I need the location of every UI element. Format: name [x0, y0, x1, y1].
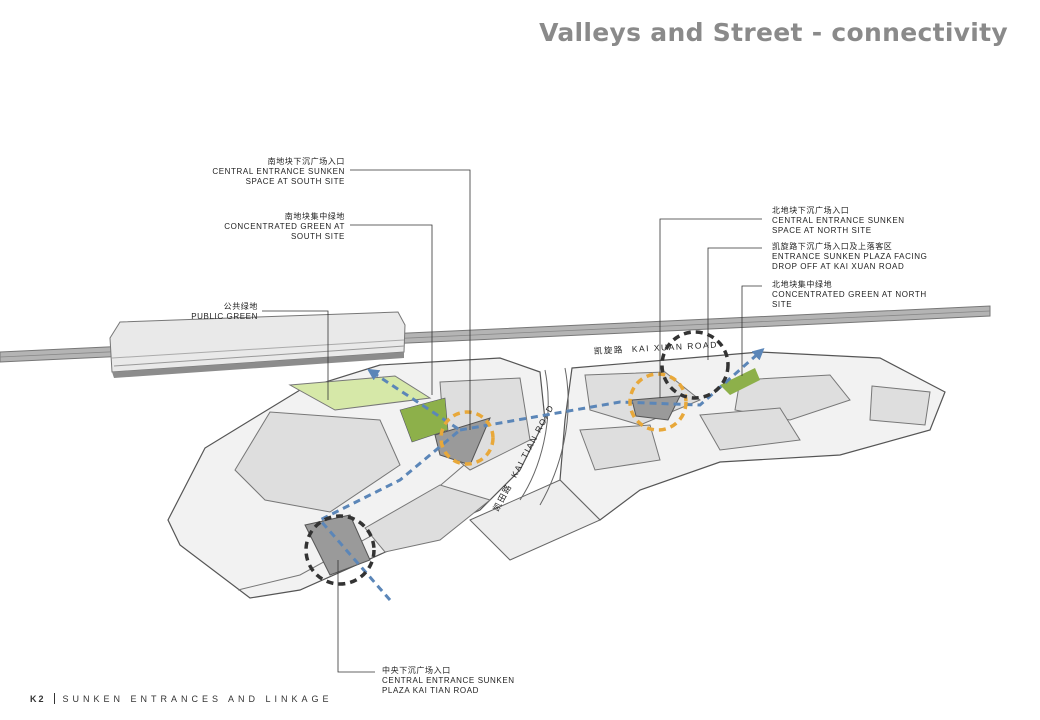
leader-lines	[262, 169, 762, 673]
page-title: Valleys and Street - connectivity	[539, 18, 1008, 47]
south-connectivity-arrow	[317, 368, 463, 601]
callout-public-green: 公共绿地 PUBLIC GREEN	[191, 302, 258, 321]
north-entrance-circle	[628, 372, 688, 432]
section-code: K2	[30, 694, 46, 704]
kaixuan-road-cn: 凯旋路	[594, 344, 624, 356]
elevated-railway	[0, 305, 991, 378]
callout-north-entrance: 北地块下沉广场入口 CENTRAL ENTRANCE SUNKEN SPACE …	[772, 206, 905, 235]
south-entrance-circle	[439, 410, 495, 466]
callout-south-entrance: 南地块下沉广场入口 CENTRAL ENTRANCE SUNKEN SPACE …	[212, 157, 345, 186]
central-plaza-circle	[304, 514, 376, 586]
callout-kaixuan-plaza: 凯旋路下沉广场入口及上落客区 ENTRANCE SUNKEN PLAZA FAC…	[772, 242, 928, 271]
north-site	[469, 351, 946, 561]
callout-central-plaza: 中央下沉广场入口 CENTRAL ENTRANCE SUNKEN PLAZA K…	[382, 666, 515, 695]
footer-divider	[53, 693, 55, 704]
callout-south-green: 南地块集中绿地 CONCENTRATED GREEN AT SOUTH SITE	[224, 212, 345, 241]
kaixuan-road-label: 凯旋路 KAI XUAN ROAD	[594, 340, 718, 356]
highlight-circles	[304, 330, 730, 586]
kaixuan-road-en: KAI XUAN ROAD	[632, 340, 719, 354]
kaixuan-plaza-circle	[660, 330, 730, 400]
north-connectivity-arrow	[459, 348, 765, 432]
callout-north-green: 北地块集中绿地 CONCENTRATED GREEN AT NORTH SITE	[772, 280, 927, 309]
section-title: SUNKEN ENTRANCES AND LINKAGE	[62, 694, 333, 704]
connectivity-arrows	[317, 348, 765, 601]
page-footer: K2 SUNKEN ENTRANCES AND LINKAGE	[30, 693, 333, 704]
south-site	[167, 357, 546, 599]
